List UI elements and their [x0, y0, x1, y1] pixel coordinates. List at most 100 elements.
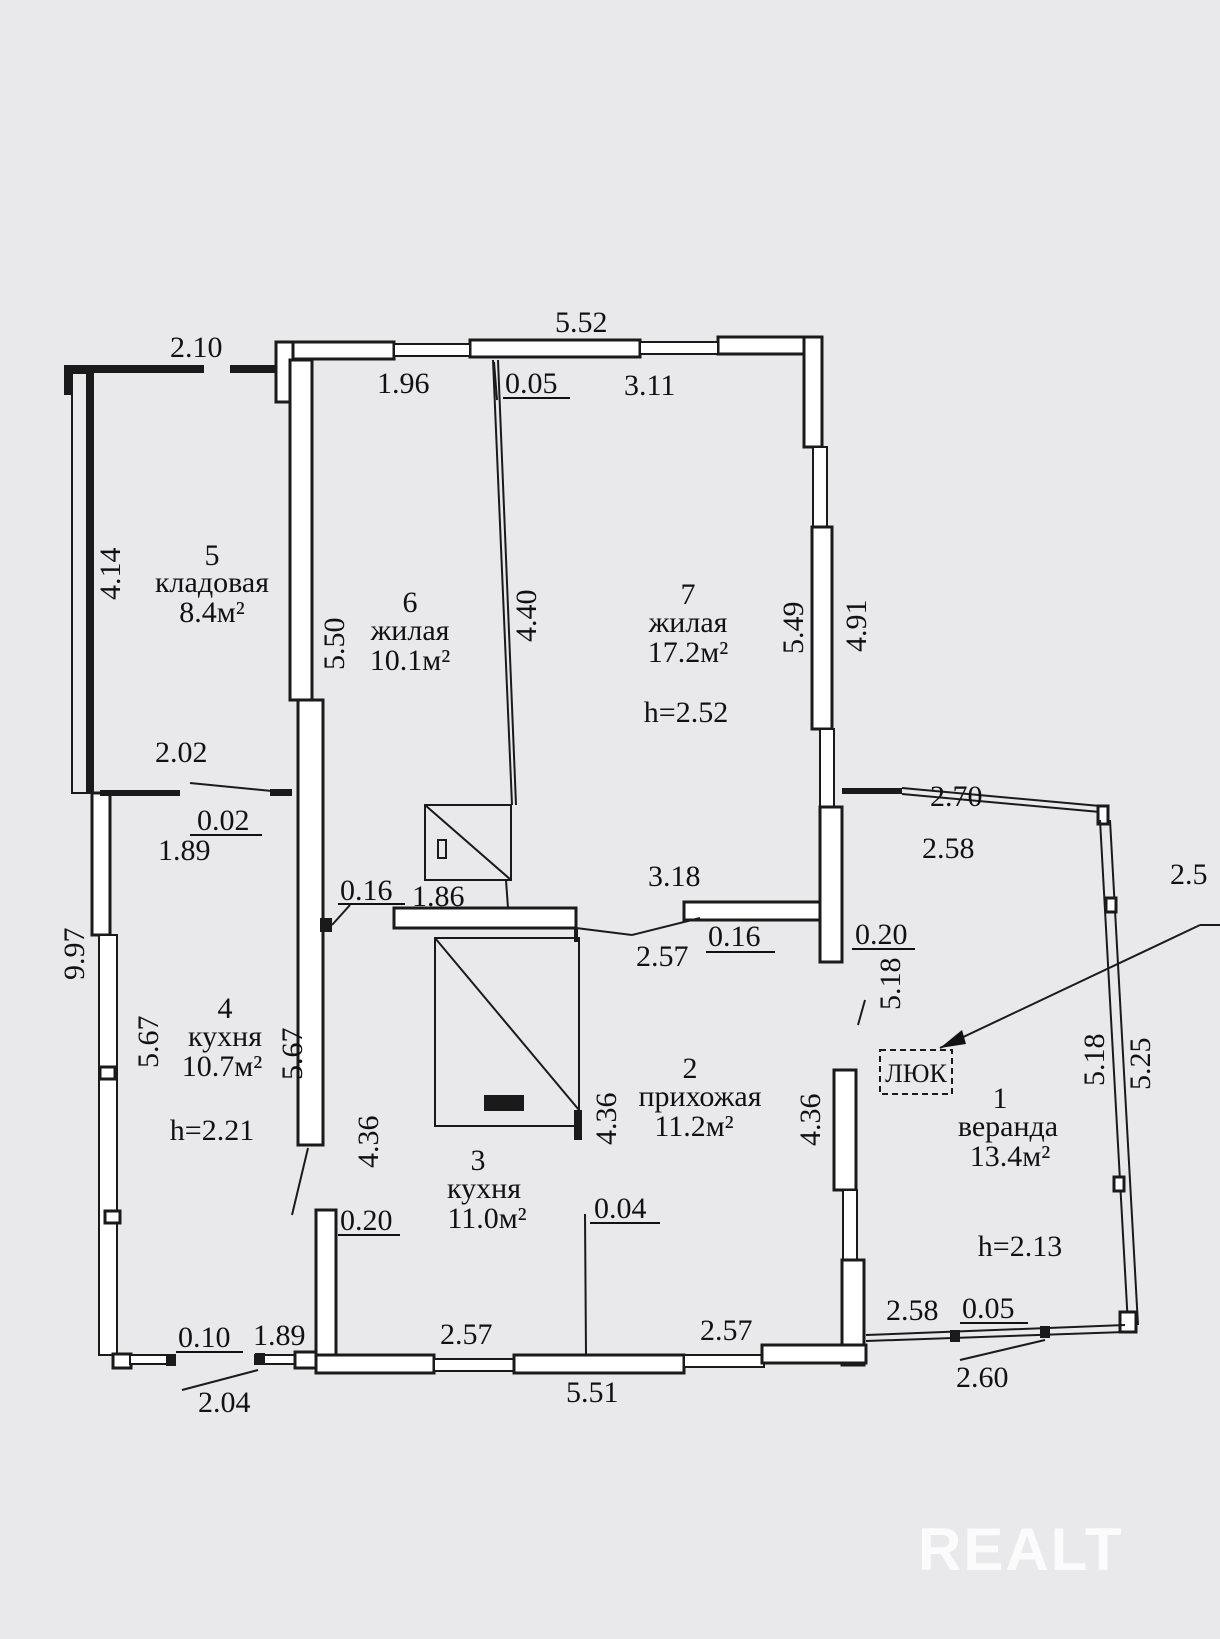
dimension-label: 4.36: [794, 1094, 827, 1147]
window: [98, 934, 118, 1356]
dimension-label: 5.67: [276, 1028, 309, 1081]
dimension-label: 2.57: [440, 1318, 493, 1351]
dimension-label: 5.18: [1078, 1034, 1111, 1087]
wall: [682, 900, 826, 922]
room-name: кухня: [188, 1020, 262, 1053]
wall: [760, 1343, 868, 1365]
wall: [230, 365, 280, 373]
room-height: h=2.21: [170, 1114, 254, 1147]
watermark-logo: REALT: [918, 1516, 1124, 1583]
room-name: веранда: [958, 1110, 1058, 1143]
wall: [64, 365, 204, 373]
wall: [865, 1324, 1126, 1336]
dimension-label: 0.02: [197, 804, 250, 837]
dimension-label: 4.40: [510, 590, 543, 643]
stove-door: [484, 1095, 524, 1111]
dimension-label: 2.57: [636, 940, 689, 973]
dimension-label: 5.49: [777, 602, 810, 655]
wall: [320, 918, 332, 932]
window: [819, 728, 835, 808]
wall: [574, 1110, 582, 1140]
room-name: кладовая: [155, 566, 269, 599]
dimension-label: 3.11: [624, 369, 675, 402]
hatch-arrow: [940, 1030, 966, 1048]
window: [683, 1354, 765, 1368]
wall: [492, 359, 513, 806]
wall: [832, 1068, 858, 1192]
dimension-label: 9.97: [58, 928, 91, 981]
stove: [424, 804, 512, 881]
window: [639, 341, 719, 355]
wall: [1118, 1310, 1138, 1334]
dimensions: 2.10 5.52 1.96 0.05 3.11 4.14 5.50 4.40 …: [58, 306, 1208, 1419]
dimension-label: 2.10: [170, 331, 223, 364]
dimension-label: 0.20: [340, 1204, 393, 1237]
room-area: 11.2м²: [654, 1110, 733, 1143]
wall: [314, 1208, 338, 1372]
room-name: жилая: [370, 614, 450, 647]
dimension-label: 2.58: [922, 832, 975, 865]
leader-line: [959, 1339, 1046, 1361]
wall: [100, 790, 180, 796]
dimension-label: 5.67: [132, 1016, 165, 1069]
dimension-label: 5.25: [1124, 1038, 1157, 1091]
leader-line: [181, 1369, 259, 1391]
dimension-label: 1.89: [253, 1319, 306, 1352]
leader-line: [493, 361, 498, 401]
wall: [314, 1353, 436, 1375]
room-number: 5: [205, 539, 220, 572]
dimension-label: 4.91: [840, 600, 873, 653]
room-labels: 5 кладовая 8.4м² 6 жилая 10.1м² 7 жилая …: [155, 539, 1062, 1263]
dimension-label: 4.36: [590, 1093, 623, 1146]
wall: [98, 1065, 117, 1081]
room-number: 6: [403, 586, 418, 619]
dimension-label: 5.50: [318, 618, 351, 671]
stove-door: [437, 839, 447, 859]
leader-line: [857, 999, 866, 1026]
hatch-label: ЛЮК: [885, 1059, 947, 1088]
room-number: 7: [681, 578, 696, 611]
room-number: 2: [683, 1052, 698, 1085]
room-area: 10.1м²: [370, 644, 450, 677]
wall: [111, 1352, 133, 1370]
room-area: 11.0м²: [447, 1202, 526, 1235]
room-name: жилая: [648, 606, 728, 639]
dimension-label: 2.58: [886, 1294, 939, 1327]
room-area: 8.4м²: [179, 596, 244, 629]
dimension-label: 1.89: [158, 834, 211, 867]
room-number: 3: [471, 1144, 486, 1177]
wall: [64, 365, 72, 395]
wall: [584, 1213, 587, 1356]
wall: [901, 787, 1101, 807]
wall: [950, 1330, 960, 1342]
wall: [497, 359, 517, 806]
dimension-label: 1.96: [377, 367, 430, 400]
dimension-label: 0.16: [340, 874, 393, 907]
wall: [90, 791, 112, 937]
dimension-label: 3.18: [648, 860, 701, 893]
wall: [842, 788, 902, 794]
room-area: 10.7м²: [182, 1050, 262, 1083]
stove: [434, 937, 580, 1127]
leader-line: [631, 917, 701, 936]
leader-line: [331, 904, 351, 926]
wall: [166, 1354, 176, 1366]
dimension-label: 2.5: [1170, 858, 1208, 891]
dimension-label: 0.05: [962, 1292, 1015, 1325]
room-area: 13.4м²: [970, 1140, 1050, 1173]
dimension-label: 0.16: [708, 920, 761, 953]
wall: [512, 1353, 686, 1375]
room-name: кухня: [447, 1172, 521, 1205]
wall: [103, 1209, 122, 1225]
dimension-label: 5.18: [874, 958, 907, 1011]
window: [433, 1358, 515, 1372]
dimension-label: 0.05: [505, 367, 558, 400]
window: [129, 1354, 171, 1365]
dimension-label: 5.51: [566, 1376, 619, 1409]
room-height: h=2.13: [978, 1230, 1062, 1263]
wall: [255, 1353, 265, 1365]
leader-line: [575, 927, 633, 936]
wall: [840, 1258, 866, 1367]
dimension-label: 2.70: [930, 780, 983, 813]
